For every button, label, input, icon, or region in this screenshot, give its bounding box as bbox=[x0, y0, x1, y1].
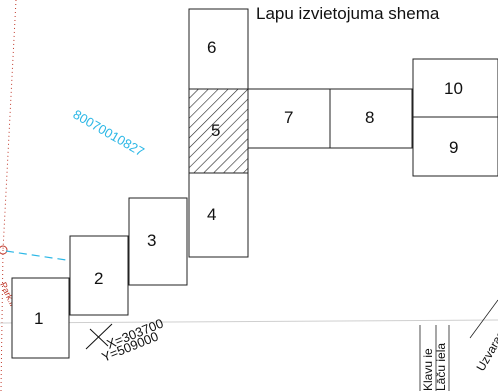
sheet-2-number: 2 bbox=[94, 269, 103, 288]
sheet-6-number: 6 bbox=[207, 38, 216, 57]
street-label-uzvaras: Uzvaras bbox=[473, 328, 498, 373]
sheet-3[interactable] bbox=[128, 197, 188, 286]
street-label-klavu: Klavu ie bbox=[421, 348, 435, 391]
sheet-1-number: 1 bbox=[34, 309, 43, 328]
sheet-8[interactable] bbox=[329, 88, 413, 149]
road-edge-line bbox=[0, 319, 498, 324]
street-labels: Lāču iela Klavu ie Uzvaras bbox=[419, 299, 498, 391]
property-boundary-line bbox=[2, 0, 17, 251]
sheet-grid bbox=[11, 8, 498, 359]
street-label-laci: Lāču iela bbox=[434, 343, 448, 391]
sheet-3-number: 3 bbox=[147, 231, 156, 250]
sheet-7-number: 7 bbox=[284, 108, 293, 127]
sheet-4[interactable] bbox=[188, 172, 249, 258]
sheet-6[interactable] bbox=[188, 8, 249, 90]
sheet-5-number: 5 bbox=[211, 121, 220, 140]
property-boundary-line-lower bbox=[0, 249, 4, 391]
sheet-1[interactable] bbox=[11, 277, 70, 359]
sheet-2[interactable] bbox=[69, 235, 129, 316]
map-title: Lapu izvietojuma shema bbox=[256, 4, 440, 23]
cadastral-boundary-line bbox=[5, 250, 67, 261]
sheet-9[interactable] bbox=[412, 116, 498, 177]
sheet-4-number: 4 bbox=[207, 205, 216, 224]
sheet-10[interactable] bbox=[412, 58, 498, 118]
sheet-10-number: 10 bbox=[444, 79, 463, 98]
coordinate-marker bbox=[85, 323, 113, 350]
sheet-8-number: 8 bbox=[365, 108, 374, 127]
sheet-9-number: 9 bbox=[449, 138, 458, 157]
cadastral-number: 80070010827 bbox=[71, 107, 147, 160]
boundary-point-marker bbox=[0, 245, 8, 255]
